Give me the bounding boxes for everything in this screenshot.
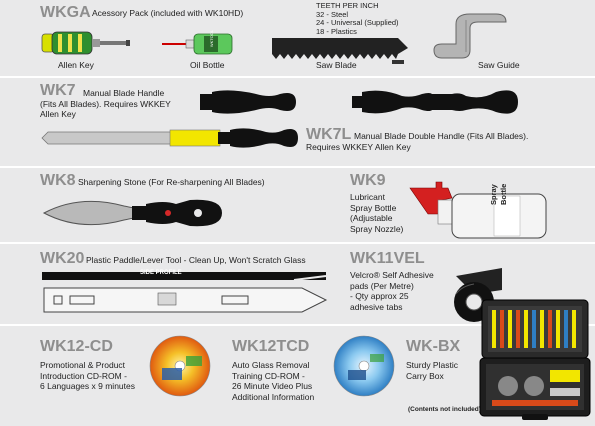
wkga-code: WKGA — [40, 4, 91, 21]
wk7-description: Manual Blade Handle (Fits All Blades). R… — [40, 88, 240, 120]
wk11vel-desc-line-4: adhesive tabs — [350, 301, 403, 312]
wk9-description: Lubricant Spray Bottle (Adjustable Spray… — [350, 192, 403, 234]
wkbx-code: WK-BX — [406, 338, 461, 355]
sharpening-stone-image — [42, 199, 222, 227]
wk12tcd-disc-image — [333, 335, 395, 397]
wk9-desc-line-2: Spray Bottle — [350, 202, 397, 213]
wk7-blade-handle-image — [41, 128, 298, 148]
wk12cd-code: WK12-CD — [40, 338, 113, 355]
carry-box-image — [479, 299, 591, 420]
wk12tcd-desc-line-1: Auto Glass Removal — [232, 360, 310, 370]
wk12cd-description: Promotional & Product Introduction CD-RO… — [40, 360, 135, 392]
saw-blade-image — [272, 38, 408, 64]
wk7-desc-line-3: Allen Key — [40, 109, 76, 119]
wk12cd-disc-image — [149, 335, 211, 397]
wkga-description: Acessory Pack (included with WK10HD) — [92, 8, 244, 18]
wk7l-desc-line-2: Requires WKKEY Allen Key — [306, 141, 411, 152]
allen-key-image — [41, 31, 130, 55]
wkbx-note: (Contents not included) — [408, 406, 481, 413]
wk9-desc-line-1: Lubricant — [350, 192, 385, 202]
wk12cd-desc-line-2: Introduction CD-ROM - — [40, 370, 127, 381]
wk12tcd-desc-line-4: Additional Information — [232, 391, 315, 402]
wk11vel-desc-line-3: - Qty approx 25 — [350, 291, 409, 301]
wkbx-description: Sturdy Plastic Carry Box — [406, 360, 458, 381]
wk12tcd-description: Auto Glass Removal Training CD-ROM - 26 … — [232, 360, 314, 402]
wk7-code: WK7 — [40, 82, 76, 99]
saw-guide-image — [433, 13, 507, 59]
teeth-heading: TEETH PER INCH — [316, 1, 379, 10]
wk9-code: WK9 — [350, 172, 386, 189]
wk8-code: WK8 — [40, 172, 76, 189]
wk7l-description: Manual Blade Double Handle (Fits All Bla… — [306, 131, 594, 152]
wk7-desc-line-1: Manual Blade Handle — [83, 88, 165, 98]
teeth-line-2: 24 - Universal (Supplied) — [316, 18, 399, 27]
wk7l-desc-line-1: Manual Blade Double Handle (Fits All Bla… — [354, 131, 529, 141]
wkbx-desc-line-2: Carry Box — [406, 370, 444, 381]
oil-bottle-image — [162, 33, 233, 55]
spray-bottle-label-line-1: Spray — [489, 184, 498, 205]
saw-guide-label: Saw Guide — [478, 60, 520, 70]
oil-bottle-label: Oil Bottle — [190, 60, 225, 70]
wk7l-code: WK7L — [306, 126, 352, 143]
wk9-desc-line-4: Spray Nozzle) — [350, 223, 404, 234]
wk12cd-desc-line-1: Promotional & Product — [40, 360, 126, 370]
wk12tcd-desc-line-2: Training CD-ROM - — [232, 370, 305, 381]
wk12tcd-code: WK12TCD — [232, 338, 310, 355]
wk7l-handle-image — [352, 90, 518, 114]
side-profile-label: SIDE PROFILE — [140, 270, 182, 276]
spray-bottle-image — [409, 181, 547, 239]
wk7-handle-image — [200, 90, 296, 114]
spray-bottle-label: Spray — [489, 184, 498, 205]
wk12tcd-desc-line-3: 26 Minute Video Plus — [232, 381, 313, 391]
wk11vel-code: WK11VEL — [350, 250, 425, 267]
wk20-code: WK20 — [40, 250, 85, 267]
spray-bottle-label-2: Bottle — [499, 183, 508, 205]
saw-blade-label: Saw Blade — [316, 60, 357, 70]
wk8-description: Sharpening Stone (For Re-sharpening All … — [78, 177, 265, 187]
wkbx-desc-line-1: Sturdy Plastic — [406, 360, 458, 370]
oil-bottle-tag: WKTOOL — [209, 29, 215, 48]
teeth-line-3: 18 - Plastics — [316, 26, 357, 36]
wk11vel-desc-line-1: Velcro® Self Adhesive — [350, 270, 434, 280]
wk12cd-desc-line-3: 6 Languages x 9 minutes — [40, 381, 135, 391]
allen-key-label: Allen Key — [58, 60, 94, 70]
paddle-tool-image — [43, 287, 328, 313]
wk7-desc-line-2: (Fits All Blades). Requires WKKEY — [40, 98, 171, 109]
wk20-description: Plastic Paddle/Lever Tool - Clean Up, Wo… — [86, 255, 306, 265]
teeth-per-inch: TEETH PER INCH 32 - Steel 24 - Universal… — [316, 1, 399, 36]
spray-bottle-label-line-2: Bottle — [499, 183, 508, 205]
paddle-side-profile-image — [42, 272, 327, 281]
wk11vel-desc-line-2: pads (Per Metre) — [350, 280, 414, 291]
teeth-line-1: 32 - Steel — [316, 9, 349, 19]
wk11vel-description: Velcro® Self Adhesive pads (Per Metre) -… — [350, 270, 434, 312]
wk9-desc-line-3: (Adjustable — [350, 213, 393, 223]
